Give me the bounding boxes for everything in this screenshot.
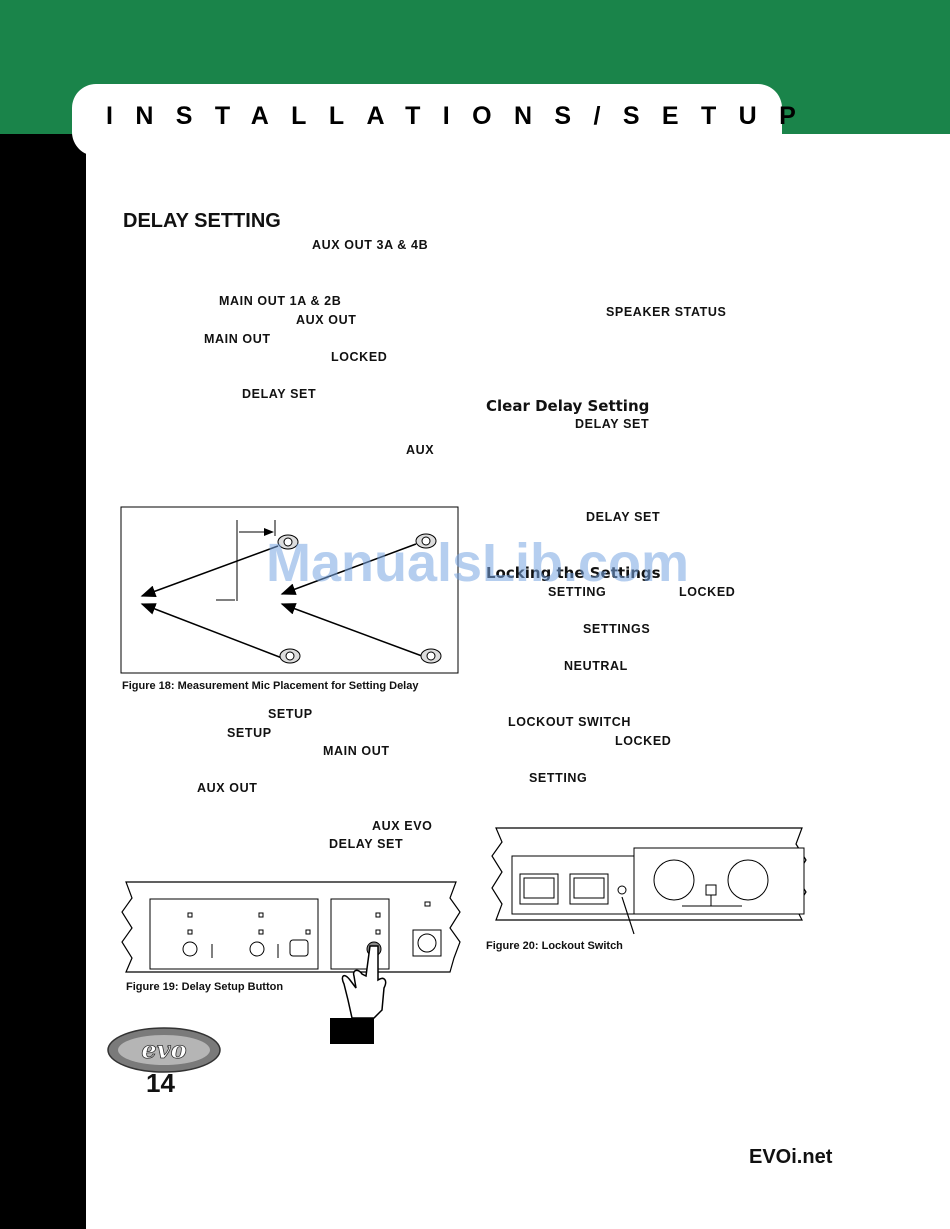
network-port-icon <box>519 873 559 905</box>
evo-logo: evo <box>107 1027 221 1073</box>
keyword-setting-2: SETTING <box>529 771 588 785</box>
keyword-setting: SETTING <box>548 585 607 599</box>
keyword-aux: AUX <box>406 443 435 457</box>
section-heading-clear-delay: Clear Delay Setting <box>486 397 650 415</box>
speaker-icon <box>415 533 437 549</box>
section-heading-locking: Locking the Settings <box>486 564 661 582</box>
speaker-icon <box>420 648 442 664</box>
keyword-locked-2: LOCKED <box>679 585 736 599</box>
keyword-setup-2: SETUP <box>227 726 272 740</box>
network-port-icon <box>569 873 609 905</box>
left-black-bar <box>0 134 86 1229</box>
section-heading-delay-setting: DELAY SETTING <box>123 210 281 232</box>
keyword-main-out-2: MAIN OUT <box>323 744 390 758</box>
xlr-connector-icon <box>727 859 769 901</box>
header-tab <box>72 84 782 156</box>
figure-18-caption: Figure 18: Measurement Mic Placement for… <box>122 680 419 692</box>
figure-18-mic-placement <box>120 506 459 674</box>
watermark: ManualsLib.com <box>266 533 690 593</box>
speaker-icon <box>277 534 299 550</box>
keyword-aux-evo: AUX EVO <box>372 819 433 833</box>
keyword-speaker-status: SPEAKER STATUS <box>606 305 727 319</box>
keyword-aux-out-2: AUX OUT <box>197 781 258 795</box>
speaker-icon <box>279 648 301 664</box>
lockout-switch-icon <box>617 885 627 895</box>
figure-20-caption: Figure 20: Lockout Switch <box>486 940 623 952</box>
keyword-delay-set-2: DELAY SET <box>329 837 404 851</box>
page-title: INSTALLATIONS/SETUP <box>106 102 819 130</box>
figure-19-delay-setup-panel <box>121 881 461 1044</box>
keyword-main-out: MAIN OUT <box>204 332 271 346</box>
keyword-neutral: NEUTRAL <box>564 659 628 673</box>
keyword-delay-set: DELAY SET <box>242 387 317 401</box>
keyword-aux-out-3a-4b: AUX OUT 3A & 4B <box>312 238 429 252</box>
keyword-settings: SETTINGS <box>583 622 651 636</box>
logo-text: evo <box>141 1035 186 1064</box>
keyword-delay-set-4: DELAY SET <box>586 510 661 524</box>
keyword-aux-out: AUX OUT <box>296 313 357 327</box>
keyword-main-out-1a-2b: MAIN OUT 1A & 2B <box>219 294 342 308</box>
page-number: 14 <box>146 1068 175 1098</box>
keyword-locked: LOCKED <box>331 350 388 364</box>
figure-20-lockout-switch <box>491 827 807 935</box>
xlr-connector-icon <box>653 859 695 901</box>
pointing-hand-icon <box>330 945 387 1044</box>
keyword-lockout-switch: LOCKOUT SWITCH <box>508 715 631 729</box>
keyword-locked-3: LOCKED <box>615 734 672 748</box>
keyword-setup: SETUP <box>268 707 313 721</box>
keyword-delay-set-3: DELAY SET <box>575 417 650 431</box>
site-url[interactable]: EVOi.net <box>749 1146 833 1168</box>
figure-19-caption: Figure 19: Delay Setup Button <box>126 981 284 993</box>
